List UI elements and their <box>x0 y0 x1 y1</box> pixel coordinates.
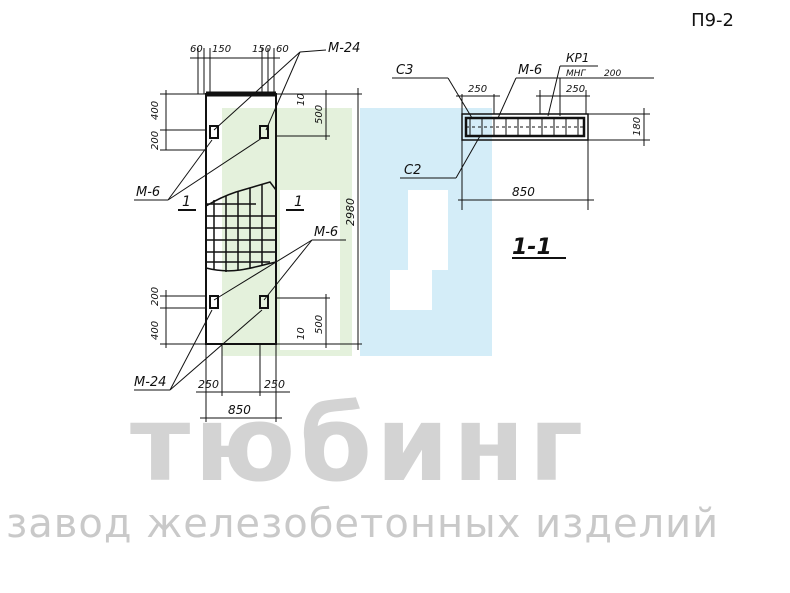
dim-section-200: 200 <box>604 69 621 79</box>
dim-left-400-bottom: 400 <box>150 321 161 340</box>
reinforcement-mesh <box>205 181 277 272</box>
dim-top-60a: 60 <box>190 44 203 55</box>
callout-m24-bottom: М-24 <box>134 375 166 390</box>
brand-tagline: завод железобетонных изделий <box>6 501 720 547</box>
callout-m6-mid: М-6 <box>314 225 338 240</box>
callout-m6-left: М-6 <box>136 185 160 200</box>
dim-section-height: 180 <box>632 117 643 136</box>
callout-m24-top: М-24 <box>328 41 360 56</box>
dim-right-500-top: 500 <box>314 105 325 124</box>
dim-right-500-bottom: 500 <box>314 315 325 334</box>
dim-top-150a: 150 <box>212 44 231 55</box>
plan-labels: 60 150 150 60 М-24 400 200 200 400 500 5… <box>134 41 360 417</box>
dim-overall-width: 850 <box>228 403 251 417</box>
dim-top-60b: 60 <box>276 44 289 55</box>
label-c2: С2 <box>404 163 421 178</box>
section-mark-right: 1 <box>294 194 303 210</box>
dim-section-250b: 250 <box>566 84 585 95</box>
dim-small-10-top: 10 <box>296 93 307 106</box>
label-m6-section: М-6 <box>518 63 542 78</box>
label-c3: С3 <box>396 63 413 78</box>
dim-overall-height: 2980 <box>344 198 357 226</box>
sheet-code: П9-2 <box>691 10 734 31</box>
dim-left-200-top: 200 <box>150 131 161 150</box>
watermark-logo <box>222 108 492 356</box>
dim-bottom-250b: 250 <box>264 378 285 391</box>
label-kr1: КР1 <box>566 51 589 65</box>
label-mhg: МНГ <box>566 69 587 79</box>
dim-bottom-250a: 250 <box>198 378 219 391</box>
dim-left-200-bottom: 200 <box>150 287 161 306</box>
dim-left-400-top: 400 <box>150 101 161 120</box>
section-labels: С3 М-6 КР1 МНГ 200 250 250 180 С2 850 1-… <box>396 51 643 260</box>
dim-section-width: 850 <box>512 185 535 199</box>
dim-top-150b: 150 <box>252 44 271 55</box>
dim-section-250a: 250 <box>468 84 487 95</box>
brand-name: тюбинг <box>130 383 588 505</box>
section-title: 1-1 <box>512 235 552 260</box>
dim-small-10-bottom: 10 <box>296 327 307 340</box>
section-mark-left: 1 <box>182 194 191 210</box>
